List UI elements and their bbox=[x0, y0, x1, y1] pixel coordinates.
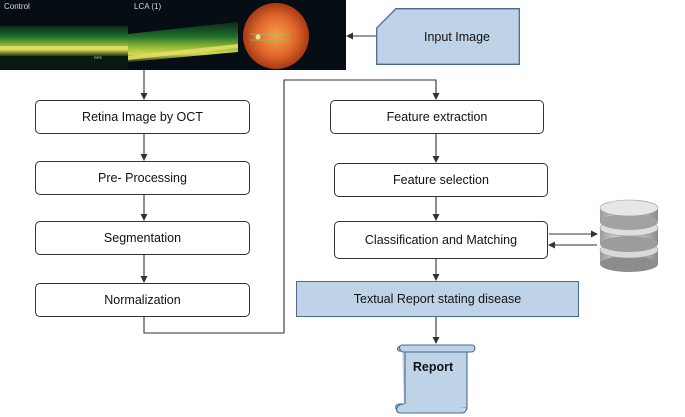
oct-control-image: Control RPE bbox=[0, 0, 128, 70]
feature-extraction-box: Feature extraction bbox=[330, 100, 544, 134]
control-caption: Control bbox=[4, 2, 30, 11]
oct-lca-image: LCA (1) bbox=[128, 0, 346, 70]
lca-caption: LCA (1) bbox=[134, 2, 162, 11]
input-image-shape bbox=[376, 8, 520, 65]
textual-report-box: Textual Report stating disease bbox=[296, 281, 579, 317]
classification-box: Classification and Matching bbox=[334, 221, 548, 259]
feature-selection-box: Feature selection bbox=[334, 163, 548, 197]
database-icon bbox=[599, 199, 659, 272]
input-image-label: Input Image bbox=[423, 29, 490, 44]
scroll-icon bbox=[395, 344, 476, 414]
retina-oct-box: Retina Image by OCT bbox=[35, 100, 250, 134]
report-label: Report bbox=[412, 360, 454, 374]
segmentation-box: Segmentation bbox=[35, 221, 250, 255]
rpe-tag: RPE bbox=[94, 55, 103, 60]
normalization-box: Normalization bbox=[35, 283, 250, 317]
preprocessing-box: Pre- Processing bbox=[35, 161, 250, 195]
